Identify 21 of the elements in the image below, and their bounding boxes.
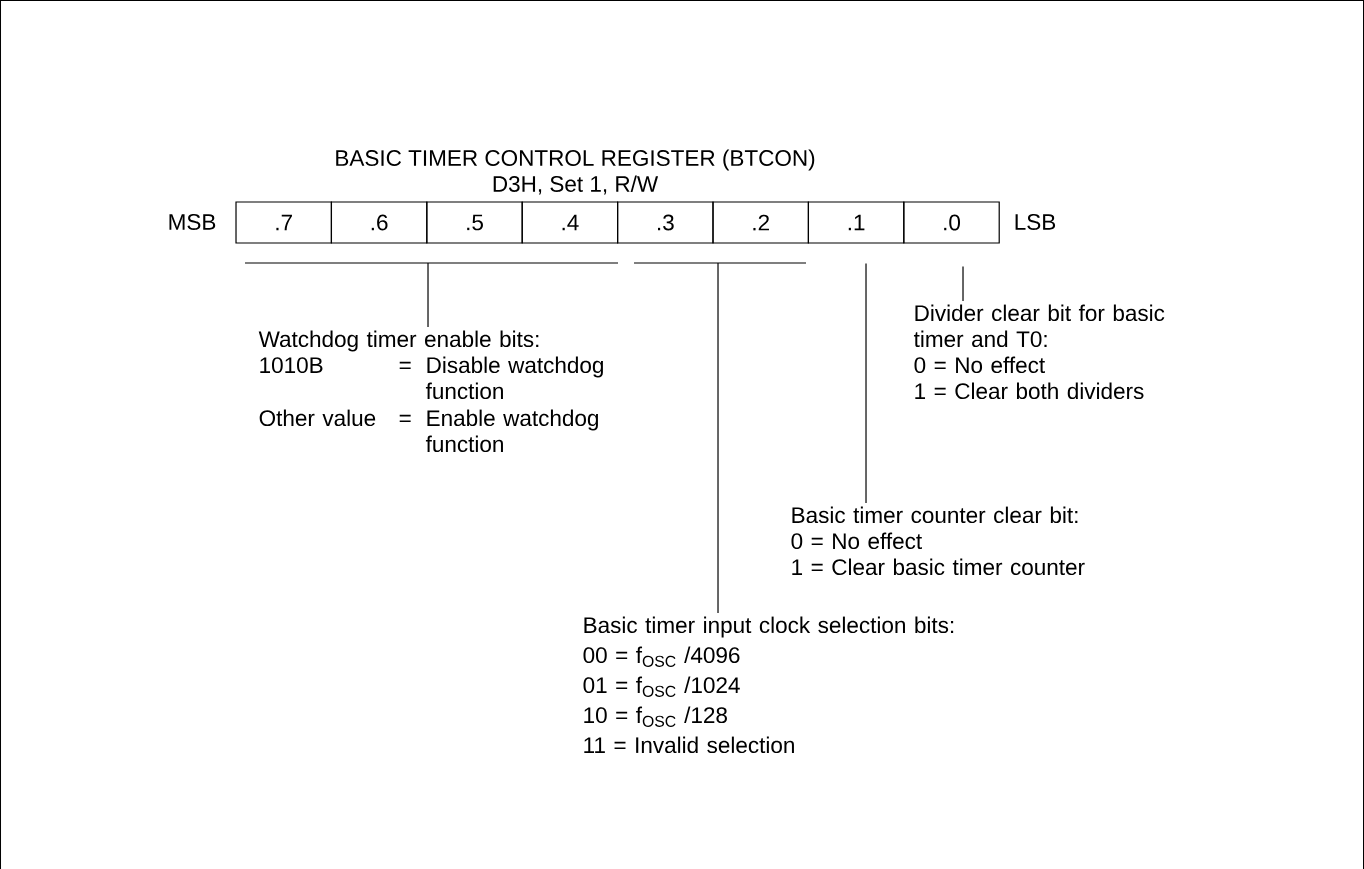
bit-cell: .4 (521, 201, 619, 244)
bit-order-label: MSB (169, 214, 216, 230)
bit-cell: .7 (235, 201, 332, 244)
bit-cell: .5 (426, 201, 523, 244)
leader-line (865, 263, 867, 504)
bit-cell: .1 (807, 201, 905, 244)
leader-line (717, 262, 719, 614)
bracket-line (244, 262, 619, 264)
bit-description: Watchdog timer enable bits: 1010B = Disable watchdog function Other value = Enable watchdog function (258, 330, 603, 453)
bit-cell: .0 (903, 201, 1000, 244)
leader-line (427, 262, 429, 328)
bit-cell: .6 (330, 201, 428, 244)
bit-cell: .2 (712, 201, 809, 244)
bit-cell: .3 (617, 201, 714, 244)
register-title: BASIC TIMER CONTROL REGISTER (BTCON) (336, 149, 815, 171)
bit-description: Divider clear bit for basic timer and T0: 0 = No effect 1 = Clear both dividers (913, 304, 1165, 400)
register-address: D3H, Set 1, R/W (493, 175, 659, 195)
bit-description: Basic timer input clock selection bits: 00 = f$_{OSC}$ /4096 01 = f$_{OSC}$ /1024 10 = f$_{OSC}$ /128 11 = Invalid selection (583, 616, 954, 754)
leader-line (962, 266, 964, 302)
bracket-line (633, 262, 807, 264)
bit-description: Basic timer counter clear bit: 0 = No effect 1 = Clear basic timer counter (791, 506, 1085, 576)
